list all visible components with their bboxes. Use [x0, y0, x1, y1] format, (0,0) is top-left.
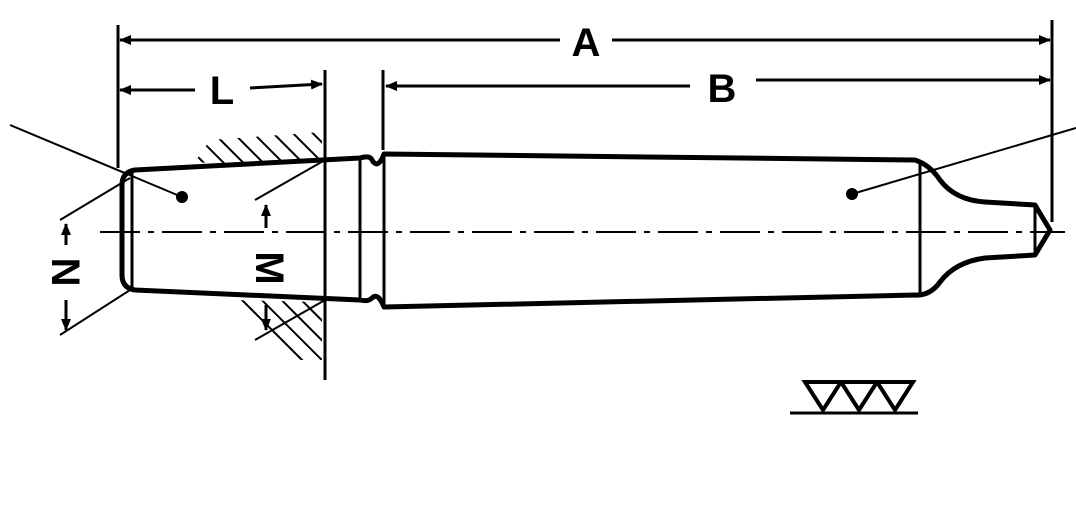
dimension-L: L: [119, 69, 323, 113]
label-L: L: [210, 69, 234, 113]
label-A: A: [572, 21, 601, 65]
dimension-B: B: [385, 67, 1051, 111]
dimension-N: N: [43, 177, 131, 336]
shaft-detail-lines: [130, 154, 1037, 307]
label-M: M: [247, 251, 291, 284]
dimension-A: A: [119, 21, 1051, 65]
label-N: N: [43, 258, 87, 287]
surface-finish-symbol: ▽▽▽: [790, 380, 918, 415]
taper-shank-outline: [119, 151, 1053, 310]
dimension-M: M: [247, 159, 326, 341]
label-B: B: [708, 67, 737, 111]
leader-lines: [9, 124, 1076, 203]
hatched-wall: [195, 70, 385, 380]
extension-lines: [116, 20, 1054, 222]
